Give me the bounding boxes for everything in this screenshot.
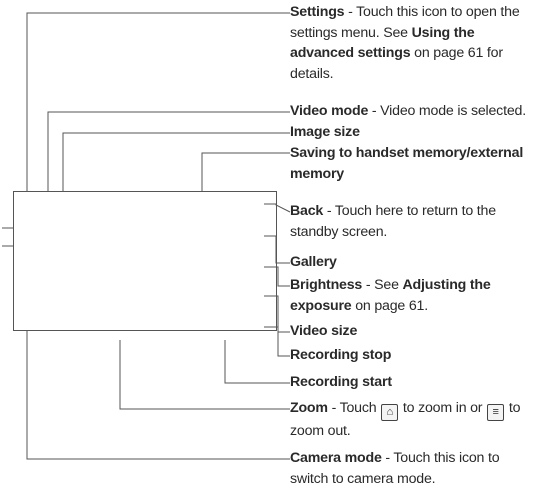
callout-recording-start: Recording start [290,372,540,393]
callout-zoom: Zoom - Touch ⌂ to zoom in or ≡ to zoom o… [290,398,540,442]
line-recording-start [224,340,290,384]
line-back [264,203,291,213]
line-video-mode [47,111,290,191]
callout-text: - Touch this icon to open the settings m… [290,4,520,41]
zoom-out-icon: ≡ [487,404,505,421]
callout-tail: on page 61 for details. [290,45,503,82]
callout-brightness: Brightness - See Adjusting the exposure … [290,275,540,316]
line-zoom [119,340,290,410]
callout-text: - Touch [327,400,381,416]
callout-text: to zoom out. [290,400,521,439]
line-gallery [264,235,290,264]
callout-text: - See [362,277,403,293]
callout-back: Back - Touch here to return to the stand… [290,201,540,242]
callout-tail: on page 61. [351,297,428,314]
callout-ref: Adjusting the exposure [290,277,491,314]
callout-title: Brightness [290,277,363,293]
callout-gallery: Gallery [290,252,540,273]
callout-title: Recording stop [290,347,392,363]
line-recording-stop [264,326,290,357]
callout-title: Saving to handset memory/external memory [290,145,524,182]
callout-title: Recording start [290,374,392,390]
callout-text: to zoom in or [399,400,487,416]
callout-title: Video mode [290,103,369,119]
callout-title: Settings [290,4,345,20]
callout-image-size: Image size [290,122,540,143]
line-image-size [62,132,290,191]
line-settings [26,12,290,191]
callout-title: Zoom [290,400,328,416]
line-video-size [264,295,290,333]
callout-title: Camera mode [290,450,382,466]
callout-text: - Touch here to return to the standby sc… [290,203,496,240]
callout-title: Image size [290,124,360,140]
callout-video-mode: Video mode - Video mode is selected. [290,101,540,122]
callout-video-size: Video size [290,321,540,342]
zoom-in-icon: ⌂ [381,404,399,421]
callout-camera-mode: Camera mode - Touch this icon to switch … [290,448,540,489]
line-brightness [264,266,290,287]
callout-recording-stop: Recording stop [290,345,540,366]
callout-title: Gallery [290,254,337,270]
callout-ref: Using the advanced settings [290,24,475,62]
callout-title: Video size [290,323,358,339]
callout-title: Back [290,203,324,219]
line-saving [201,152,290,191]
callout-text: - Video mode is selected. [368,103,526,119]
screen-outline [13,191,277,331]
line-camera-mode [26,330,290,460]
callout-saving: Saving to handset memory/external memory [290,143,540,184]
callout-text: - Touch this icon to switch to camera mo… [290,450,500,487]
callout-settings: Settings - Touch this icon to open the s… [290,2,540,84]
